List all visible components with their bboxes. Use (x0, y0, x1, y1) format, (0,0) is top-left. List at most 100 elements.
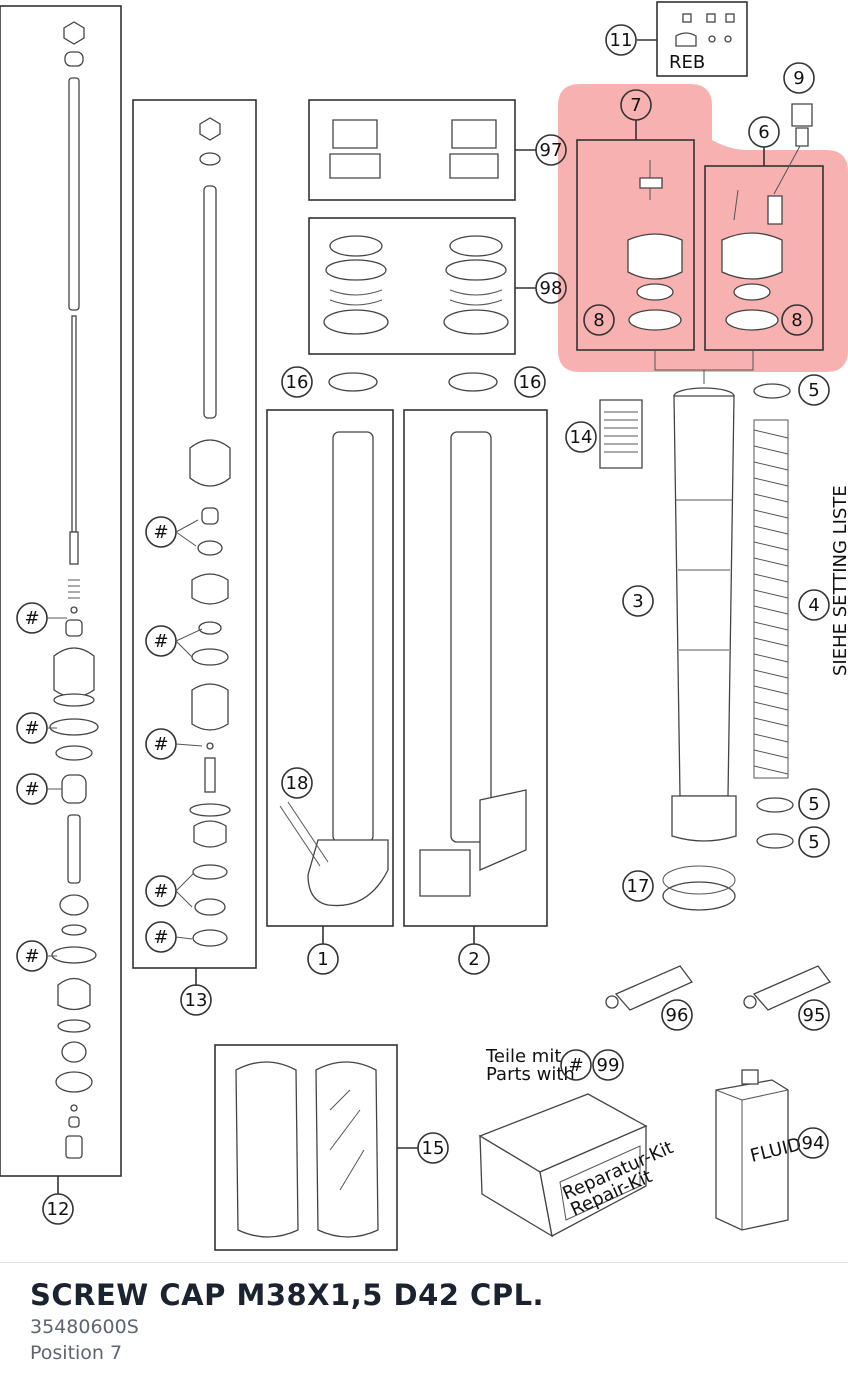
spring-4 (753, 419, 789, 779)
callout-13[interactable]: 13 (180, 984, 212, 1016)
hash-callout[interactable]: # (16, 940, 48, 972)
group-frame-98 (308, 217, 516, 355)
callout-4-label: 4 (808, 595, 819, 616)
callout-8-right-label: 8 (791, 310, 802, 331)
callout-5-mid-label: 5 (808, 794, 819, 815)
callout-15-label: 15 (422, 1138, 445, 1159)
callout-97[interactable]: 97 (535, 134, 567, 166)
callout-6[interactable]: 6 (748, 116, 780, 148)
callout-16-right-label: 16 (519, 372, 542, 393)
callout-98[interactable]: 98 (535, 272, 567, 304)
callout-11[interactable]: 11 (605, 24, 637, 56)
hash-label: # (24, 608, 39, 629)
hash-label: # (568, 1055, 583, 1076)
callout-97-label: 97 (540, 140, 563, 161)
hash-callout[interactable]: # (16, 602, 48, 634)
fluid-can-94 (715, 1069, 789, 1231)
callout-99-label: 99 (597, 1055, 620, 1076)
callout-8-right[interactable]: 8 (781, 304, 813, 336)
callout-3-label: 3 (632, 591, 643, 612)
callout-7-label: 7 (630, 95, 641, 116)
callout-95[interactable]: 95 (798, 999, 830, 1031)
outer-tube-2 (419, 431, 527, 897)
inner-tube-3 (671, 387, 737, 842)
hash-callout[interactable]: # (145, 625, 177, 657)
callout-4[interactable]: 4 (798, 589, 830, 621)
callout-95-label: 95 (803, 1005, 826, 1026)
callout-96-label: 96 (666, 1005, 689, 1026)
o-ring-16-left (328, 372, 378, 392)
cartridge-parts-13 (189, 117, 231, 947)
hash-callout[interactable]: # (16, 773, 48, 805)
part-position: Position 7 (30, 1342, 123, 1364)
o-ring-16-right (448, 372, 498, 392)
callout-14[interactable]: 14 (565, 421, 597, 453)
group-frame-11 (656, 1, 748, 77)
callout-18[interactable]: 18 (281, 767, 313, 799)
selected-part-highlight[interactable] (558, 84, 848, 372)
callout-16-left-label: 16 (286, 372, 309, 393)
callout-9[interactable]: 9 (783, 62, 815, 94)
bushings-97 (329, 119, 499, 179)
callout-5-top[interactable]: 5 (798, 374, 830, 406)
callout-16-left[interactable]: 16 (281, 366, 313, 398)
hash-label: # (153, 881, 168, 902)
part-number: 35480600S (30, 1316, 139, 1338)
callout-3[interactable]: 3 (622, 585, 654, 617)
sticker-14 (599, 399, 643, 469)
hash-callout[interactable]: # (16, 712, 48, 744)
callout-99[interactable]: 99 (592, 1049, 624, 1081)
callout-8-left[interactable]: 8 (583, 304, 615, 336)
hash-label: # (24, 718, 39, 739)
group-frame-12 (0, 5, 122, 1177)
hash-label: # (24, 779, 39, 800)
callout-17[interactable]: 17 (622, 870, 654, 902)
group-frame-2 (403, 409, 548, 927)
fork-guards-15 (235, 1061, 379, 1238)
hash-callout[interactable]: # (145, 921, 177, 953)
hash-callout[interactable]: # (560, 1049, 592, 1081)
callout-94[interactable]: 94 (797, 1127, 829, 1159)
callout-5-mid[interactable]: 5 (798, 788, 830, 820)
hash-label: # (153, 734, 168, 755)
callout-2[interactable]: 2 (458, 943, 490, 975)
callout-1[interactable]: 1 (307, 943, 339, 975)
callout-12[interactable]: 12 (42, 1193, 74, 1225)
callout-9-label: 9 (793, 68, 804, 89)
reb-parts-11 (675, 13, 735, 47)
hash-label: # (24, 946, 39, 967)
callout-13-label: 13 (185, 990, 208, 1011)
hash-label: # (153, 927, 168, 948)
group-frame-97 (308, 99, 516, 201)
callout-18-label: 18 (286, 773, 309, 794)
setting-list-note: SIEHE SETTING LISTE (830, 485, 848, 676)
washer-5-top (753, 383, 791, 399)
hash-callout[interactable]: # (145, 875, 177, 907)
callout-5-bottom[interactable]: 5 (798, 826, 830, 858)
outer-tube-1 (279, 431, 389, 907)
callout-16-right[interactable]: 16 (514, 366, 546, 398)
grease-tube-96 (605, 965, 694, 1011)
group-frame-13 (132, 99, 257, 969)
hash-callout[interactable]: # (145, 516, 177, 548)
seals-98 (323, 235, 509, 335)
callout-6-label: 6 (758, 122, 769, 143)
hash-label: # (153, 631, 168, 652)
group-frame-1 (266, 409, 394, 927)
hash-label: # (153, 522, 168, 543)
callout-7[interactable]: 7 (620, 89, 652, 121)
part-info: SCREW CAP M38X1,5 D42 CPL. 35480600S Pos… (30, 1278, 544, 1364)
callout-94-label: 94 (802, 1133, 825, 1154)
callout-2-label: 2 (468, 949, 479, 970)
callout-96[interactable]: 96 (661, 999, 693, 1031)
callout-98-label: 98 (540, 278, 563, 299)
valve-9 (791, 103, 813, 147)
kit-note-line2: Parts with (486, 1064, 575, 1085)
callout-5-top-label: 5 (808, 380, 819, 401)
part-name: SCREW CAP M38X1,5 D42 CPL. (30, 1278, 545, 1312)
screw-cap-6 (721, 145, 801, 331)
hash-callout[interactable]: # (145, 728, 177, 760)
grease-tube-95 (743, 965, 832, 1011)
callout-15[interactable]: 15 (417, 1132, 449, 1164)
screw-cap-7[interactable] (627, 160, 683, 331)
